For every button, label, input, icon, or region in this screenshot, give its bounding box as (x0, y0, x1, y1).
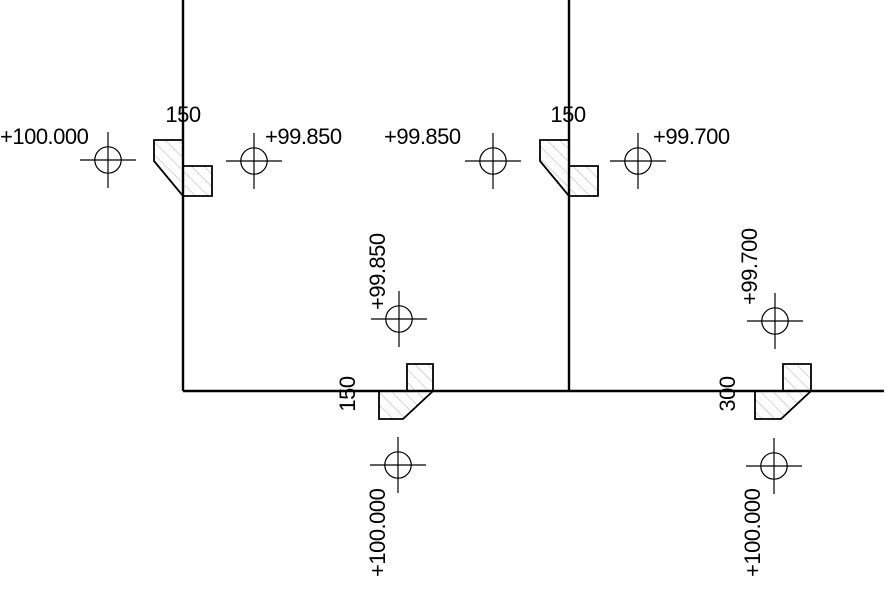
step-low-side (406, 363, 434, 392)
marker-circle (479, 147, 507, 175)
step-dimension-label: 150 (165, 102, 200, 127)
step-high-side (378, 390, 436, 420)
step-symbol-bottom-right (754, 363, 814, 420)
step-dimension-label: 300 (715, 376, 740, 411)
marker-circle (385, 305, 413, 333)
step-dimension-label: 150 (335, 376, 360, 411)
level-marker (80, 132, 136, 188)
marker-circle (760, 452, 788, 480)
level-marker (746, 438, 802, 494)
level-marker (226, 133, 282, 189)
step-low-side (568, 165, 599, 197)
elevation-label: +99.850 (384, 124, 461, 149)
level-marker (610, 133, 666, 189)
step-symbol-wall-2 (539, 139, 599, 199)
level-marker (371, 291, 427, 347)
elevation-label: +100.000 (0, 124, 89, 149)
marker-circle (240, 147, 268, 175)
step-symbol-wall-1 (153, 139, 213, 199)
elevation-label: +99.700 (653, 124, 730, 149)
elevation-label: +100.000 (740, 488, 765, 577)
marker-circle (384, 451, 412, 479)
step-high-side (153, 139, 184, 199)
marker-circle (624, 147, 652, 175)
step-dimension-label: 150 (550, 102, 585, 127)
step-low-side (182, 165, 213, 197)
level-marker (370, 437, 426, 493)
step-low-side (782, 363, 812, 392)
step-symbol-bottom-middle (378, 363, 436, 420)
elevation-label: +99.850 (365, 233, 390, 310)
step-high-side (754, 390, 814, 420)
step-high-side (539, 139, 570, 199)
elevation-label: +99.700 (737, 228, 762, 305)
level-marker (747, 293, 803, 349)
elevation-label: +99.850 (265, 124, 342, 149)
elevation-label: +100.000 (365, 488, 390, 577)
level-marker (465, 133, 521, 189)
marker-circle (761, 307, 789, 335)
marker-circle (94, 146, 122, 174)
